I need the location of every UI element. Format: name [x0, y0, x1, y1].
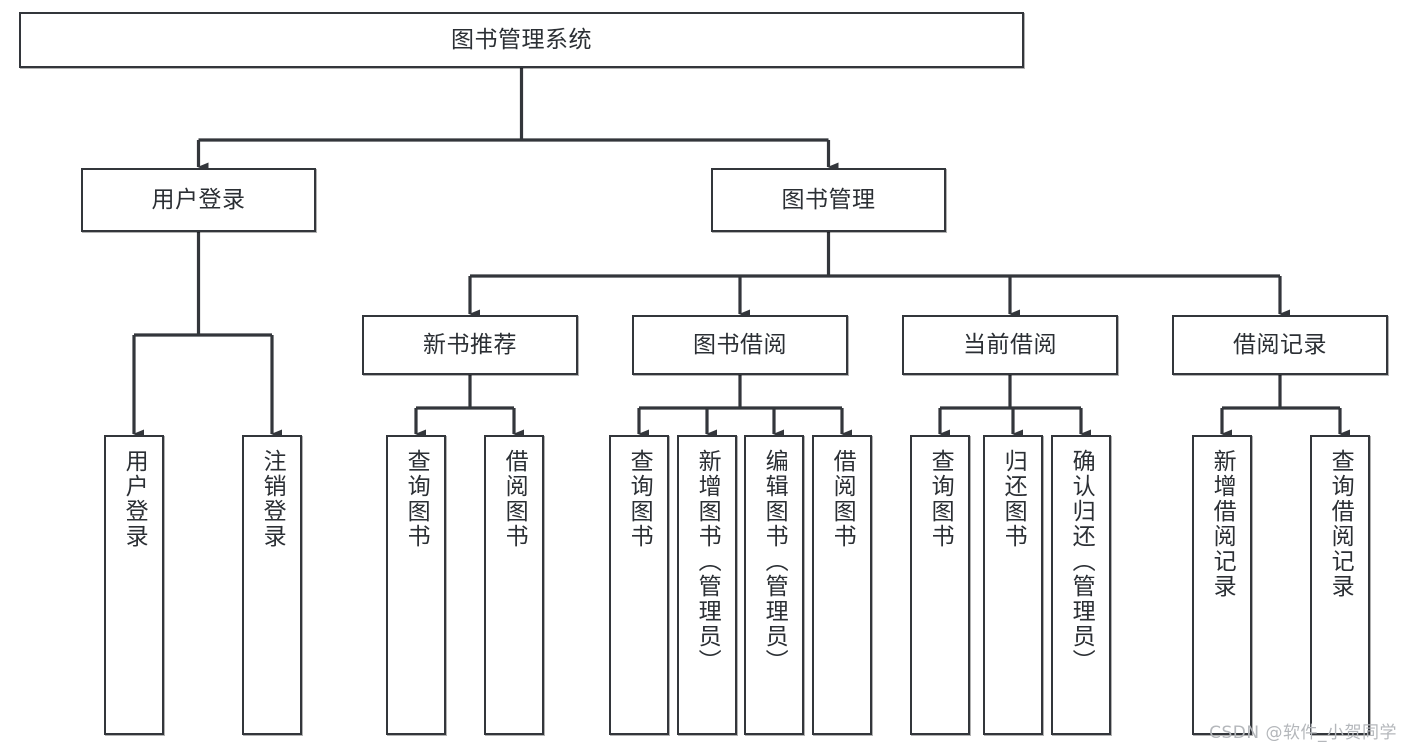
node-nbr-query-book[interactable]: 查询图书	[386, 435, 446, 735]
node-label-bb-add-book: 新增图书（管理员）	[694, 449, 721, 674]
node-book-borrow[interactable]: 图书借阅	[632, 315, 848, 375]
node-label-cb-query-book: 查询图书	[927, 449, 954, 549]
node-bb-edit-book[interactable]: 编辑图书（管理员）	[744, 435, 804, 735]
node-label-book-borrow: 图书借阅	[693, 331, 787, 358]
node-cb-confirm-return[interactable]: 确认归还（管理员）	[1051, 435, 1111, 735]
node-label-br-query-record: 查询借阅记录	[1327, 449, 1354, 599]
node-book-manage[interactable]: 图书管理	[711, 168, 946, 232]
node-current-borrow[interactable]: 当前借阅	[902, 315, 1118, 375]
node-new-book-recommend[interactable]: 新书推荐	[362, 315, 578, 375]
node-user-login-do[interactable]: 用户登录	[104, 435, 164, 735]
node-label-user-logout: 注销登录	[259, 449, 286, 549]
node-user-login[interactable]: 用户登录	[81, 168, 316, 232]
node-br-add-record[interactable]: 新增借阅记录	[1192, 435, 1252, 735]
node-label-book-manage: 图书管理	[781, 186, 876, 213]
node-user-logout[interactable]: 注销登录	[242, 435, 302, 735]
node-label-nbr-query-book: 查询图书	[403, 449, 430, 549]
node-label-bb-edit-book: 编辑图书（管理员）	[761, 449, 788, 674]
node-nbr-borrow-book[interactable]: 借阅图书	[484, 435, 544, 735]
node-root[interactable]: 图书管理系统	[19, 12, 1024, 68]
node-cb-query-book[interactable]: 查询图书	[910, 435, 970, 735]
node-label-bb-borrow-book: 借阅图书	[829, 449, 856, 549]
node-borrow-record[interactable]: 借阅记录	[1172, 315, 1388, 375]
node-label-borrow-record: 借阅记录	[1233, 331, 1327, 358]
node-label-current-borrow: 当前借阅	[963, 331, 1057, 358]
node-label-nbr-borrow-book: 借阅图书	[501, 449, 528, 549]
node-bb-borrow-book[interactable]: 借阅图书	[812, 435, 872, 735]
node-label-cb-return-book: 归还图书	[1000, 449, 1027, 549]
node-bb-query-book[interactable]: 查询图书	[609, 435, 669, 735]
node-label-new-book-recommend: 新书推荐	[423, 331, 517, 358]
node-label-br-add-record: 新增借阅记录	[1209, 449, 1236, 599]
watermark-label: CSDN @软件_小贺同学	[1209, 723, 1397, 743]
node-bb-add-book[interactable]: 新增图书（管理员）	[677, 435, 737, 735]
node-cb-return-book[interactable]: 归还图书	[983, 435, 1043, 735]
node-label-bb-query-book: 查询图书	[626, 449, 653, 549]
node-label-root: 图书管理系统	[451, 26, 592, 53]
node-br-query-record[interactable]: 查询借阅记录	[1310, 435, 1370, 735]
node-label-cb-confirm-return: 确认归还（管理员）	[1068, 449, 1095, 674]
node-label-user-login-do: 用户登录	[121, 449, 148, 549]
node-label-user-login: 用户登录	[151, 186, 246, 213]
